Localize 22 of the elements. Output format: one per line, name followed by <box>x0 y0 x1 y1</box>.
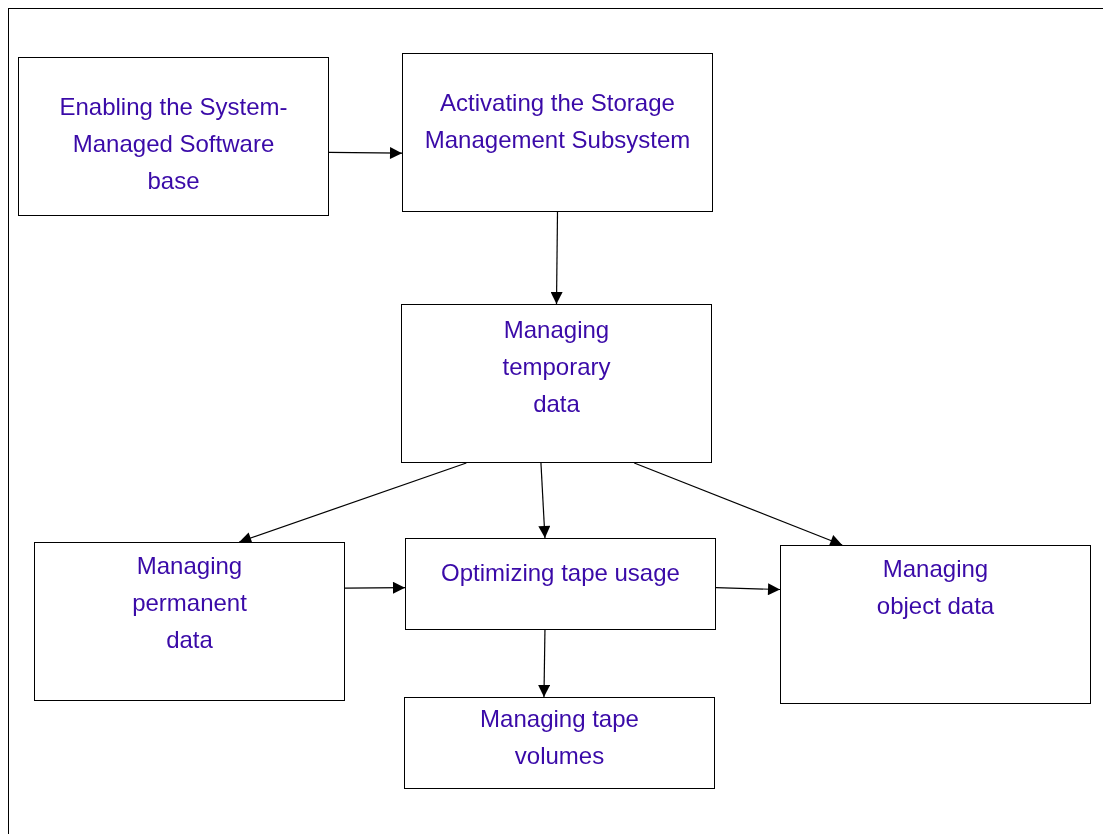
arrow <box>238 462 467 544</box>
box-label: Managing temporary data <box>501 315 612 419</box>
arrow <box>550 211 563 305</box>
process-box <box>402 53 713 212</box>
box-label: Managing permanent data <box>131 551 248 655</box>
process-box <box>780 545 1091 704</box>
arrow <box>538 462 551 539</box>
box-label: Activating the Storage Management Subsystem <box>423 88 692 155</box>
box-label: Enabling the System-Managed Software base <box>58 92 289 196</box>
process-box <box>405 538 716 630</box>
process-box <box>18 57 329 216</box>
arrow <box>328 147 403 160</box>
process-box <box>34 542 345 701</box>
arrow <box>538 629 551 698</box>
process-box <box>404 697 715 789</box>
arrow <box>633 462 843 547</box>
arrow <box>715 583 781 596</box>
process-box <box>401 304 712 463</box>
box-label: Managing tape volumes <box>479 704 640 771</box>
box-label: Optimizing tape usage <box>441 558 680 588</box>
arrow <box>344 581 406 594</box>
box-label: Managing object data <box>875 554 996 621</box>
